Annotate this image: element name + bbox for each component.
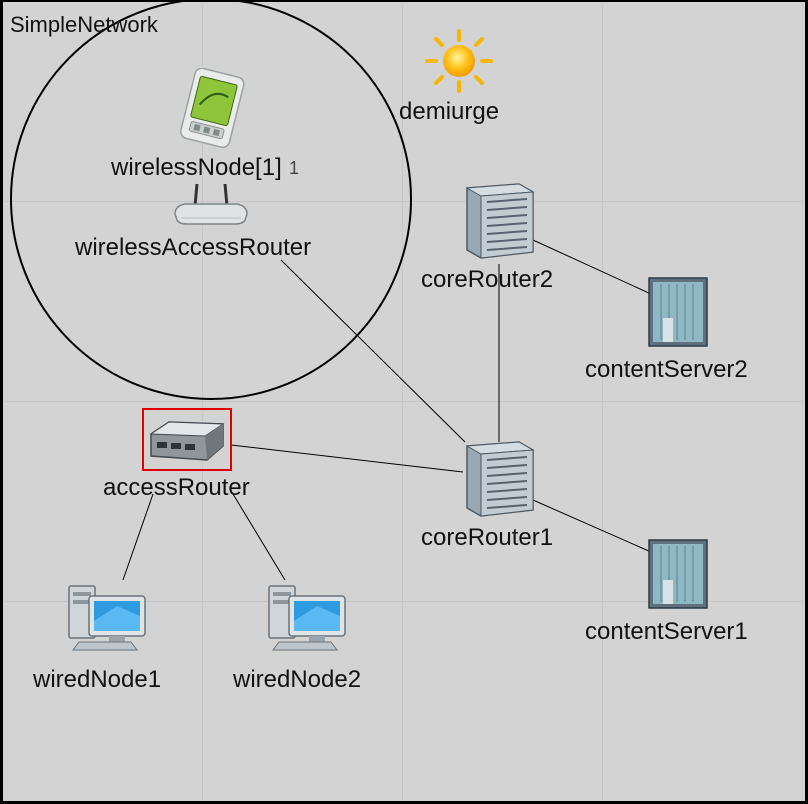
desktop-computer-icon bbox=[268, 585, 346, 651]
router-icon bbox=[149, 421, 225, 461]
node-wirelessNode[interactable]: wirelessNode[1] 1 bbox=[111, 68, 316, 188]
server-rack-icon bbox=[465, 441, 535, 517]
link-wirelessAccessRouter-coreRouter1[interactable] bbox=[280, 259, 466, 443]
accessRouter-label: accessRouter bbox=[103, 474, 250, 501]
wirelessNode-index-badge: 1 bbox=[289, 158, 300, 178]
node-wirelessAccessRouter[interactable]: wirelessAccessRouter bbox=[75, 180, 355, 266]
sun-icon bbox=[425, 29, 493, 93]
link-accessRouter-wiredNode1[interactable] bbox=[122, 493, 154, 581]
node-demiurge[interactable]: demiurge bbox=[399, 27, 533, 127]
wirelessAccessRouter-label: wirelessAccessRouter bbox=[75, 234, 312, 261]
link-coreRouter2-contentServer2[interactable] bbox=[532, 239, 652, 295]
node-coreRouter1[interactable]: coreRouter1 bbox=[421, 438, 581, 554]
node-contentServer1[interactable]: contentServer1 bbox=[583, 536, 783, 648]
node-coreRouter2[interactable]: coreRouter2 bbox=[421, 180, 581, 296]
wiredNode1-label: wiredNode1 bbox=[33, 666, 162, 693]
server-tower-icon bbox=[648, 539, 708, 609]
contentServer1-label: contentServer1 bbox=[585, 618, 748, 645]
node-wiredNode1[interactable]: wiredNode1 bbox=[31, 576, 191, 696]
server-rack-icon bbox=[465, 183, 535, 259]
pda-icon bbox=[180, 68, 245, 149]
links-layer bbox=[10, 2, 652, 581]
node-wiredNode2[interactable]: wiredNode2 bbox=[231, 576, 391, 696]
wiredNode2-label: wiredNode2 bbox=[233, 666, 362, 693]
link-coreRouter1-contentServer1[interactable] bbox=[532, 499, 652, 553]
node-accessRouter[interactable]: accessRouter bbox=[103, 408, 283, 504]
wifi-router-icon bbox=[174, 183, 248, 225]
selection-highlight bbox=[142, 408, 232, 471]
contentServer2-label: contentServer2 bbox=[585, 356, 748, 383]
wirelessNode-label: wirelessNode[1] bbox=[111, 154, 282, 181]
server-tower-icon bbox=[648, 277, 708, 347]
coreRouter2-label: coreRouter2 bbox=[421, 266, 554, 293]
demiurge-label: demiurge bbox=[399, 98, 500, 125]
link-accessRouter-coreRouter1[interactable] bbox=[230, 444, 464, 473]
coreRouter1-label: coreRouter1 bbox=[421, 524, 554, 551]
desktop-computer-icon bbox=[68, 585, 146, 651]
node-contentServer2[interactable]: contentServer2 bbox=[583, 274, 783, 386]
link-accessRouter-wiredNode2[interactable] bbox=[232, 493, 286, 581]
wireless-range-circle bbox=[10, 2, 412, 400]
network-title: SimpleNetwork bbox=[10, 12, 158, 37]
